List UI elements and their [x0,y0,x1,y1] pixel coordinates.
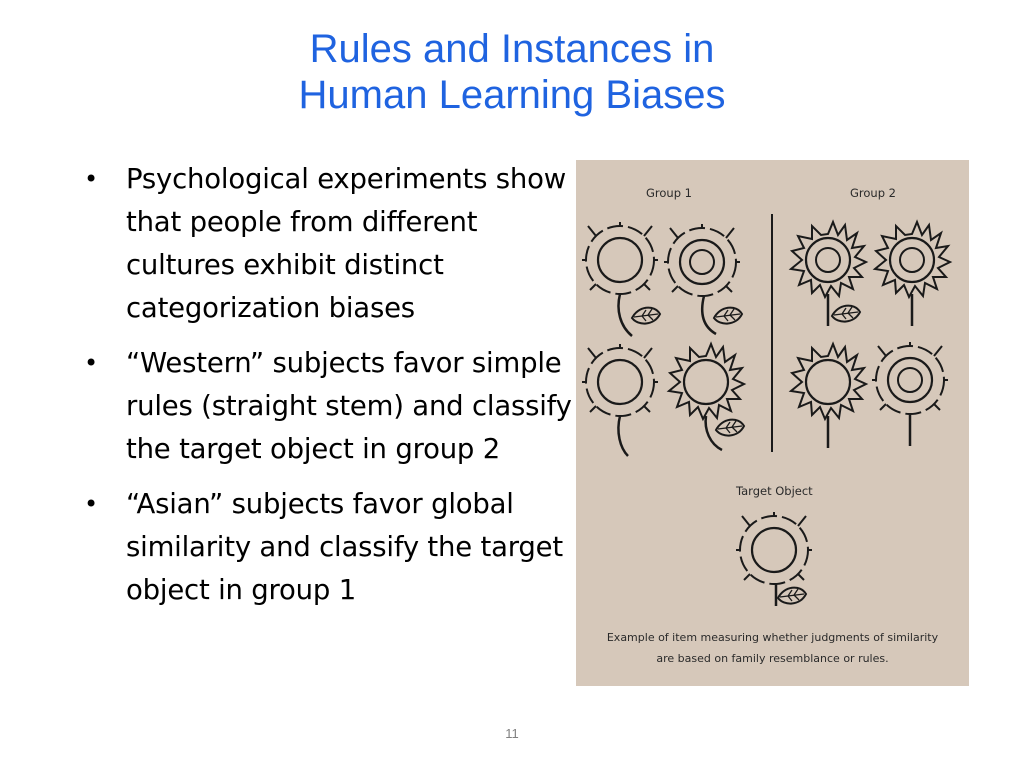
bullet-item: • “Western” subjects favor simple rules (… [82,342,572,471]
target-object-label: Target Object [736,484,813,498]
group1-flower-1 [580,220,661,337]
bullet-item: • Psychological experiments show that peo… [82,158,572,330]
bullet-dot-icon: • [84,490,98,518]
group1-flower-2 [662,222,743,336]
bullet-text: “Asian” subjects favor global similarity… [126,488,563,606]
target-flower [734,510,814,606]
bullet-dot-icon: • [84,349,98,377]
slide-title: Rules and Instances in Human Learning Bi… [0,26,1024,118]
bullet-text: “Western” subjects favor simple rules (s… [126,347,572,465]
group2-flower-2 [873,220,952,326]
group1-label: Group 1 [646,186,692,200]
figure-caption-line-1: Example of item measuring whether judgme… [606,631,939,644]
slide-title-line-2: Human Learning Biases [298,73,726,117]
bullet-dot-icon: • [84,165,98,193]
bullet-text: Psychological experiments show that peop… [126,163,567,324]
figure-caption-line-2: are based on family resemblance or rules… [656,652,889,665]
slide-title-line-1: Rules and Instances in [309,27,715,71]
page-number: 11 [505,726,519,741]
bullet-item: • “Asian” subjects favor global similarit… [82,483,572,612]
group1-flower-4 [667,342,746,452]
group2-flower-3 [789,342,868,448]
group2-flower-4 [870,340,950,446]
flower-categorization-figure: Group 1 Group 2 Target Object Example of… [576,160,969,686]
figure-caption: Example of item measuring whether judgme… [576,627,969,669]
flower-drawings [580,214,952,606]
group2-label: Group 2 [850,186,896,200]
group2-flower-1 [789,220,868,326]
bullet-list: • Psychological experiments show that peo… [82,158,572,624]
group1-flower-3 [580,342,660,457]
